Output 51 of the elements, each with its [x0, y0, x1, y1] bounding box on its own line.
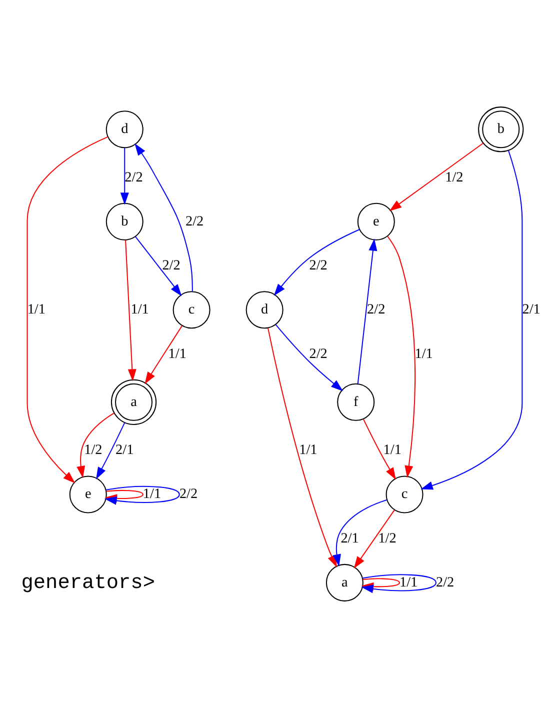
node-circle: c: [172, 291, 210, 329]
edge-label: 1/1: [142, 486, 162, 502]
node-circle: c: [386, 476, 424, 514]
edge-label: 2/2: [162, 258, 180, 274]
node-circle: d: [106, 110, 144, 148]
edge-label: 1/2: [378, 530, 396, 546]
edge-label: 2/2: [124, 169, 143, 186]
arrow: [120, 148, 129, 205]
edge-label: 2/2: [309, 346, 328, 362]
node-circle: b: [106, 202, 144, 240]
edge-label: 1/1: [383, 442, 402, 458]
arrow: [387, 236, 416, 478]
arrow: [420, 150, 523, 490]
node-circle: a: [110, 379, 157, 425]
edge-label: 2/2: [309, 258, 328, 274]
edge-label: 1/2: [84, 442, 102, 458]
edge-label: 2/1: [522, 302, 540, 318]
arrow: [332, 499, 388, 567]
edge-label: 2/1: [340, 530, 359, 546]
node-circle: d: [246, 291, 284, 329]
arrow: [362, 418, 396, 480]
edge-label: 2/2: [186, 213, 204, 230]
arrow: [357, 238, 378, 384]
arrow: [144, 326, 182, 384]
node-circle: e: [69, 476, 107, 514]
arrow: [274, 229, 360, 296]
edge-label: 1/2: [445, 169, 464, 186]
edge-label: 1/1: [299, 442, 318, 458]
arrow: [354, 510, 395, 569]
arrow: [275, 324, 344, 392]
node-circle: a: [326, 564, 364, 602]
edge-label: 1/1: [414, 346, 433, 362]
arrow: [76, 412, 114, 478]
node-circle: f: [337, 383, 375, 421]
node-circle: e: [357, 202, 395, 240]
edge-label: 1/1: [168, 346, 186, 362]
node-circle: b: [478, 106, 524, 152]
edge-label: 1/1: [27, 302, 46, 318]
edge-label: 1/1: [400, 574, 418, 590]
arrow: [134, 143, 193, 292]
edge-label: 2/2: [179, 486, 198, 502]
arrow: [125, 240, 136, 382]
edge-label: 2/1: [116, 442, 134, 458]
arrow: [96, 422, 126, 480]
arrow: [389, 142, 484, 212]
edge-label: 2/2: [367, 302, 386, 318]
label: generators>: [21, 572, 156, 595]
edge-label: 1/1: [130, 302, 149, 318]
arrow: [26, 136, 108, 484]
arrow: [134, 236, 182, 296]
edge-label: 2/2: [436, 574, 454, 590]
